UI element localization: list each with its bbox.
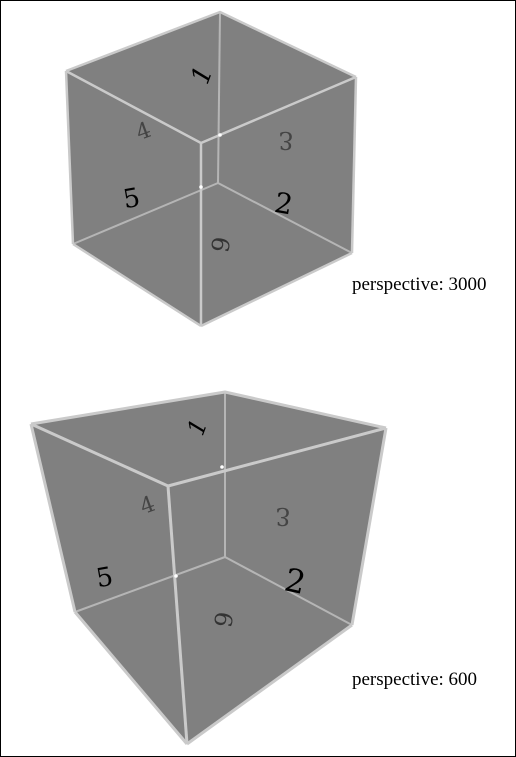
- cube-silhouette: [31, 392, 386, 744]
- face-numeral-left-side: 5: [94, 562, 116, 594]
- vertex-highlight: [220, 465, 224, 469]
- face-numeral-back-right: 3: [275, 502, 290, 530]
- face-numeral-back-right: 3: [278, 126, 293, 154]
- cube-perspective-600: 1 4 3 5 2 6: [29, 390, 388, 746]
- hidden-edges: [74, 392, 353, 626]
- face-numeral-bottom: 6: [205, 234, 235, 254]
- face-numeral-right-side: 2: [272, 186, 295, 222]
- front-edges: [64, 10, 358, 328]
- caption-perspective-600: perspective: 600: [352, 669, 478, 690]
- caption-perspective-3000: perspective: 3000: [352, 274, 487, 295]
- cube-silhouette: [66, 12, 356, 326]
- cube-perspective-3000: 1 4 3 5 2 6: [64, 10, 358, 328]
- face-numeral-bottom: 6: [208, 609, 238, 629]
- vertex-highlight: [199, 185, 203, 189]
- front-edges: [29, 390, 388, 746]
- vertex-highlight: [174, 574, 178, 578]
- face-numeral-left-side: 5: [121, 183, 143, 215]
- hidden-edges: [72, 11, 353, 254]
- vertex-highlight: [218, 133, 222, 137]
